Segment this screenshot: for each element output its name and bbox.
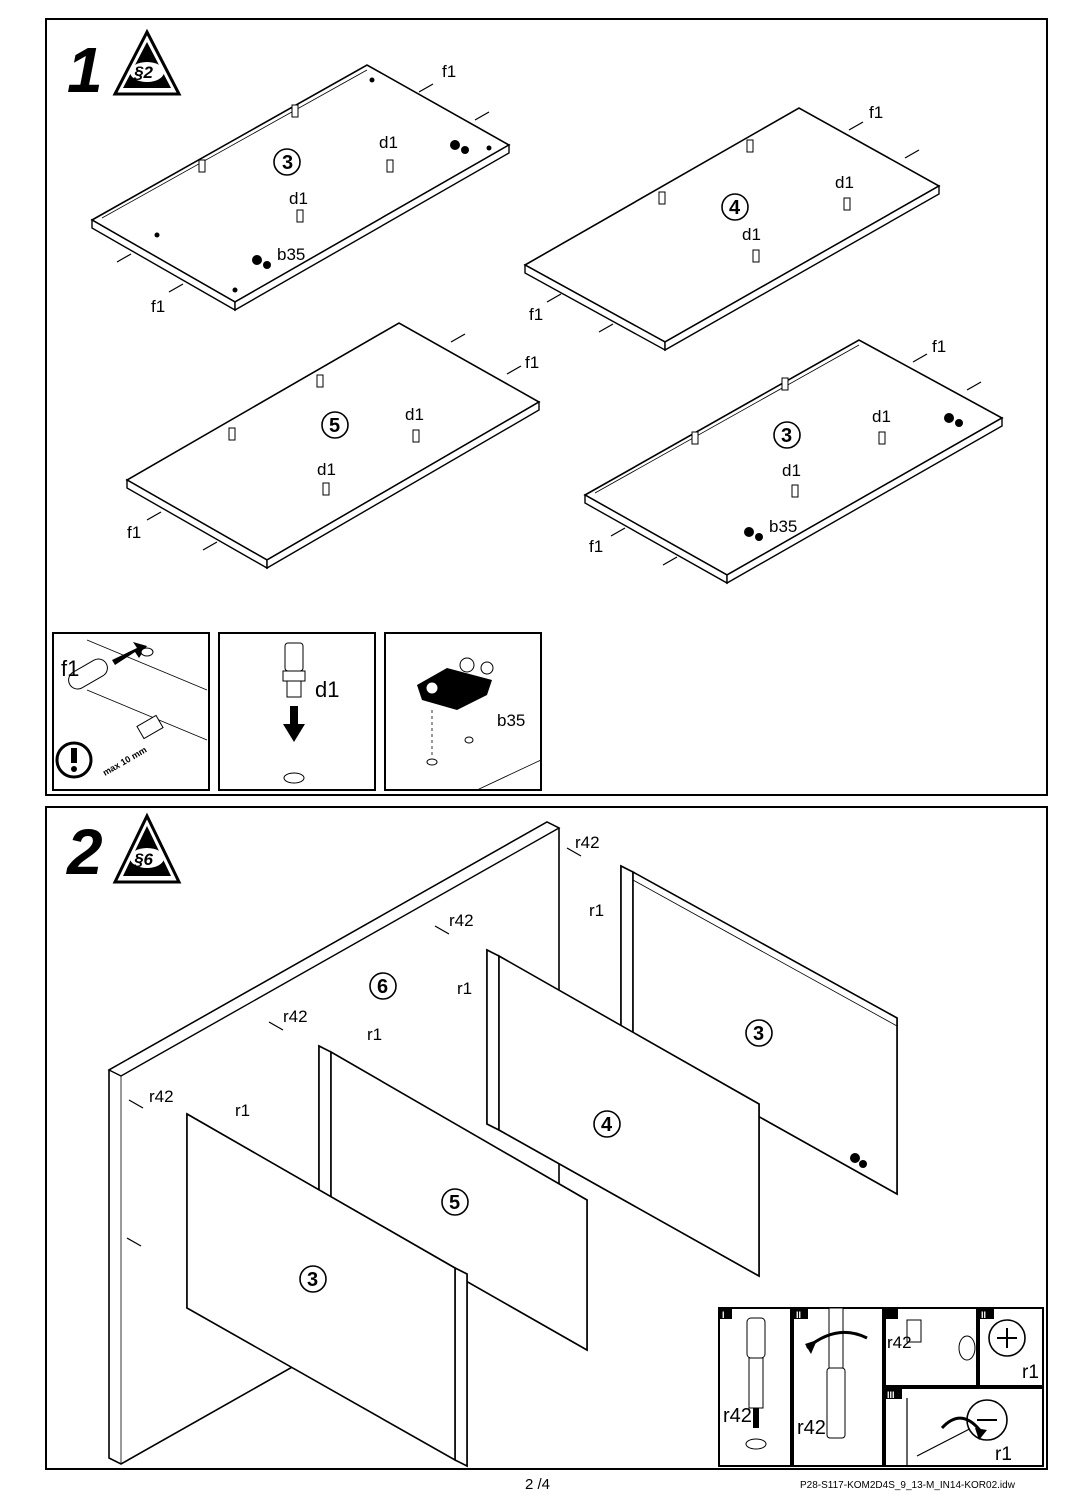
step-number: 2 <box>66 816 103 888</box>
detail-r42-r1-box-top-left <box>884 1307 978 1387</box>
detail-r42-label: r42 <box>723 1405 752 1427</box>
label-d1: d1 <box>782 461 801 480</box>
step-1-illustration: 1 §2 3 f1 d1 d1 b35 f1 4 f1 d1 <box>52 28 1004 791</box>
label-f1: f1 <box>869 103 883 122</box>
detail-r1-label: r1 <box>1022 1362 1039 1383</box>
label-f1: f1 <box>127 523 141 542</box>
panel-5-number: 5 <box>449 1192 460 1214</box>
step-roman-i: I <box>722 1310 725 1320</box>
step-roman-iii: II <box>981 1310 986 1320</box>
detail-d1-label: d1 <box>315 677 339 702</box>
detail-r42-label: r42 <box>797 1417 826 1439</box>
step-2-illustration: 2 §6 6 r42 r42 r42 r42 3 r1 4 r1 <box>66 812 1044 1468</box>
warning-code: §2 <box>133 63 153 82</box>
detail-r42-box-2 <box>792 1307 884 1467</box>
label-f1: f1 <box>442 62 456 81</box>
label-f1: f1 <box>589 537 603 556</box>
label-d1: d1 <box>317 460 336 479</box>
step-roman-iii: III <box>887 1390 895 1400</box>
detail-r42-label: r42 <box>887 1333 912 1352</box>
detail-b35-label: b35 <box>497 711 525 730</box>
panel-4-number: 4 <box>729 197 741 219</box>
detail-r42-box-1 <box>718 1307 792 1467</box>
panel-3-number: 3 <box>781 425 792 447</box>
panel-6-number: 6 <box>377 976 388 998</box>
warning-triangle-icon <box>112 812 182 884</box>
detail-r1-box-bottom <box>884 1387 1044 1467</box>
label-d1: d1 <box>405 405 424 424</box>
warning-triangle-icon <box>112 28 182 96</box>
label-f1: f1 <box>151 297 165 316</box>
panel-5: 5 <box>125 322 541 570</box>
label-r42: r42 <box>283 1007 308 1026</box>
panel-5-number: 5 <box>329 415 340 437</box>
panel-3-number: 3 <box>282 152 293 174</box>
panel-4-number: 4 <box>601 1114 613 1136</box>
page-number: 2 /4 <box>525 1476 551 1493</box>
document-code: P28-S117-KOM2D4S_9_13-M_IN14-KOR02.idw <box>800 1480 1015 1491</box>
panel-3-number: 3 <box>307 1269 318 1291</box>
label-r42: r42 <box>149 1087 174 1106</box>
detail-f1-box <box>52 632 210 791</box>
label-f1: f1 <box>932 337 946 356</box>
label-r1: r1 <box>235 1101 250 1120</box>
label-r42: r42 <box>449 911 474 930</box>
detail-r1-label: r1 <box>995 1444 1012 1465</box>
panel-3-top-left: 3 <box>90 64 511 312</box>
label-b35: b35 <box>769 517 797 536</box>
panel-4: 4 <box>523 107 941 352</box>
label-r1: r1 <box>457 979 472 998</box>
panel-3-right-side: 3 <box>620 864 898 1196</box>
label-d1: d1 <box>379 133 398 152</box>
detail-r1-box-top-right <box>978 1307 1044 1387</box>
label-f1: f1 <box>525 353 539 372</box>
warning-code: §6 <box>133 850 153 869</box>
detail-f1-label: f1 <box>61 656 79 681</box>
detail-d1-box <box>218 632 376 791</box>
label-r42: r42 <box>575 833 600 852</box>
detail-b35-box <box>384 632 542 791</box>
step-number: 1 <box>67 34 103 106</box>
label-f1: f1 <box>529 305 543 324</box>
label-d1: d1 <box>289 189 308 208</box>
step-1-frame: 1 §2 3 f1 d1 d1 b35 f1 4 f1 d1 <box>45 18 1048 796</box>
label-d1: d1 <box>835 173 854 192</box>
label-r1: r1 <box>589 901 604 920</box>
panel-3-front-side: 3 <box>186 1112 468 1468</box>
label-d1: d1 <box>872 407 891 426</box>
panel-4-shelf: 4 <box>486 948 760 1278</box>
label-b35: b35 <box>277 245 305 264</box>
panel-3-right: 3 <box>583 339 1004 585</box>
label-d1: d1 <box>742 225 761 244</box>
panel-3-number: 3 <box>753 1023 764 1045</box>
label-r1: r1 <box>367 1025 382 1044</box>
step-2-frame: 2 §6 6 r42 r42 r42 r42 3 r1 4 r1 <box>45 806 1048 1470</box>
step-roman-ii: II <box>796 1310 801 1320</box>
